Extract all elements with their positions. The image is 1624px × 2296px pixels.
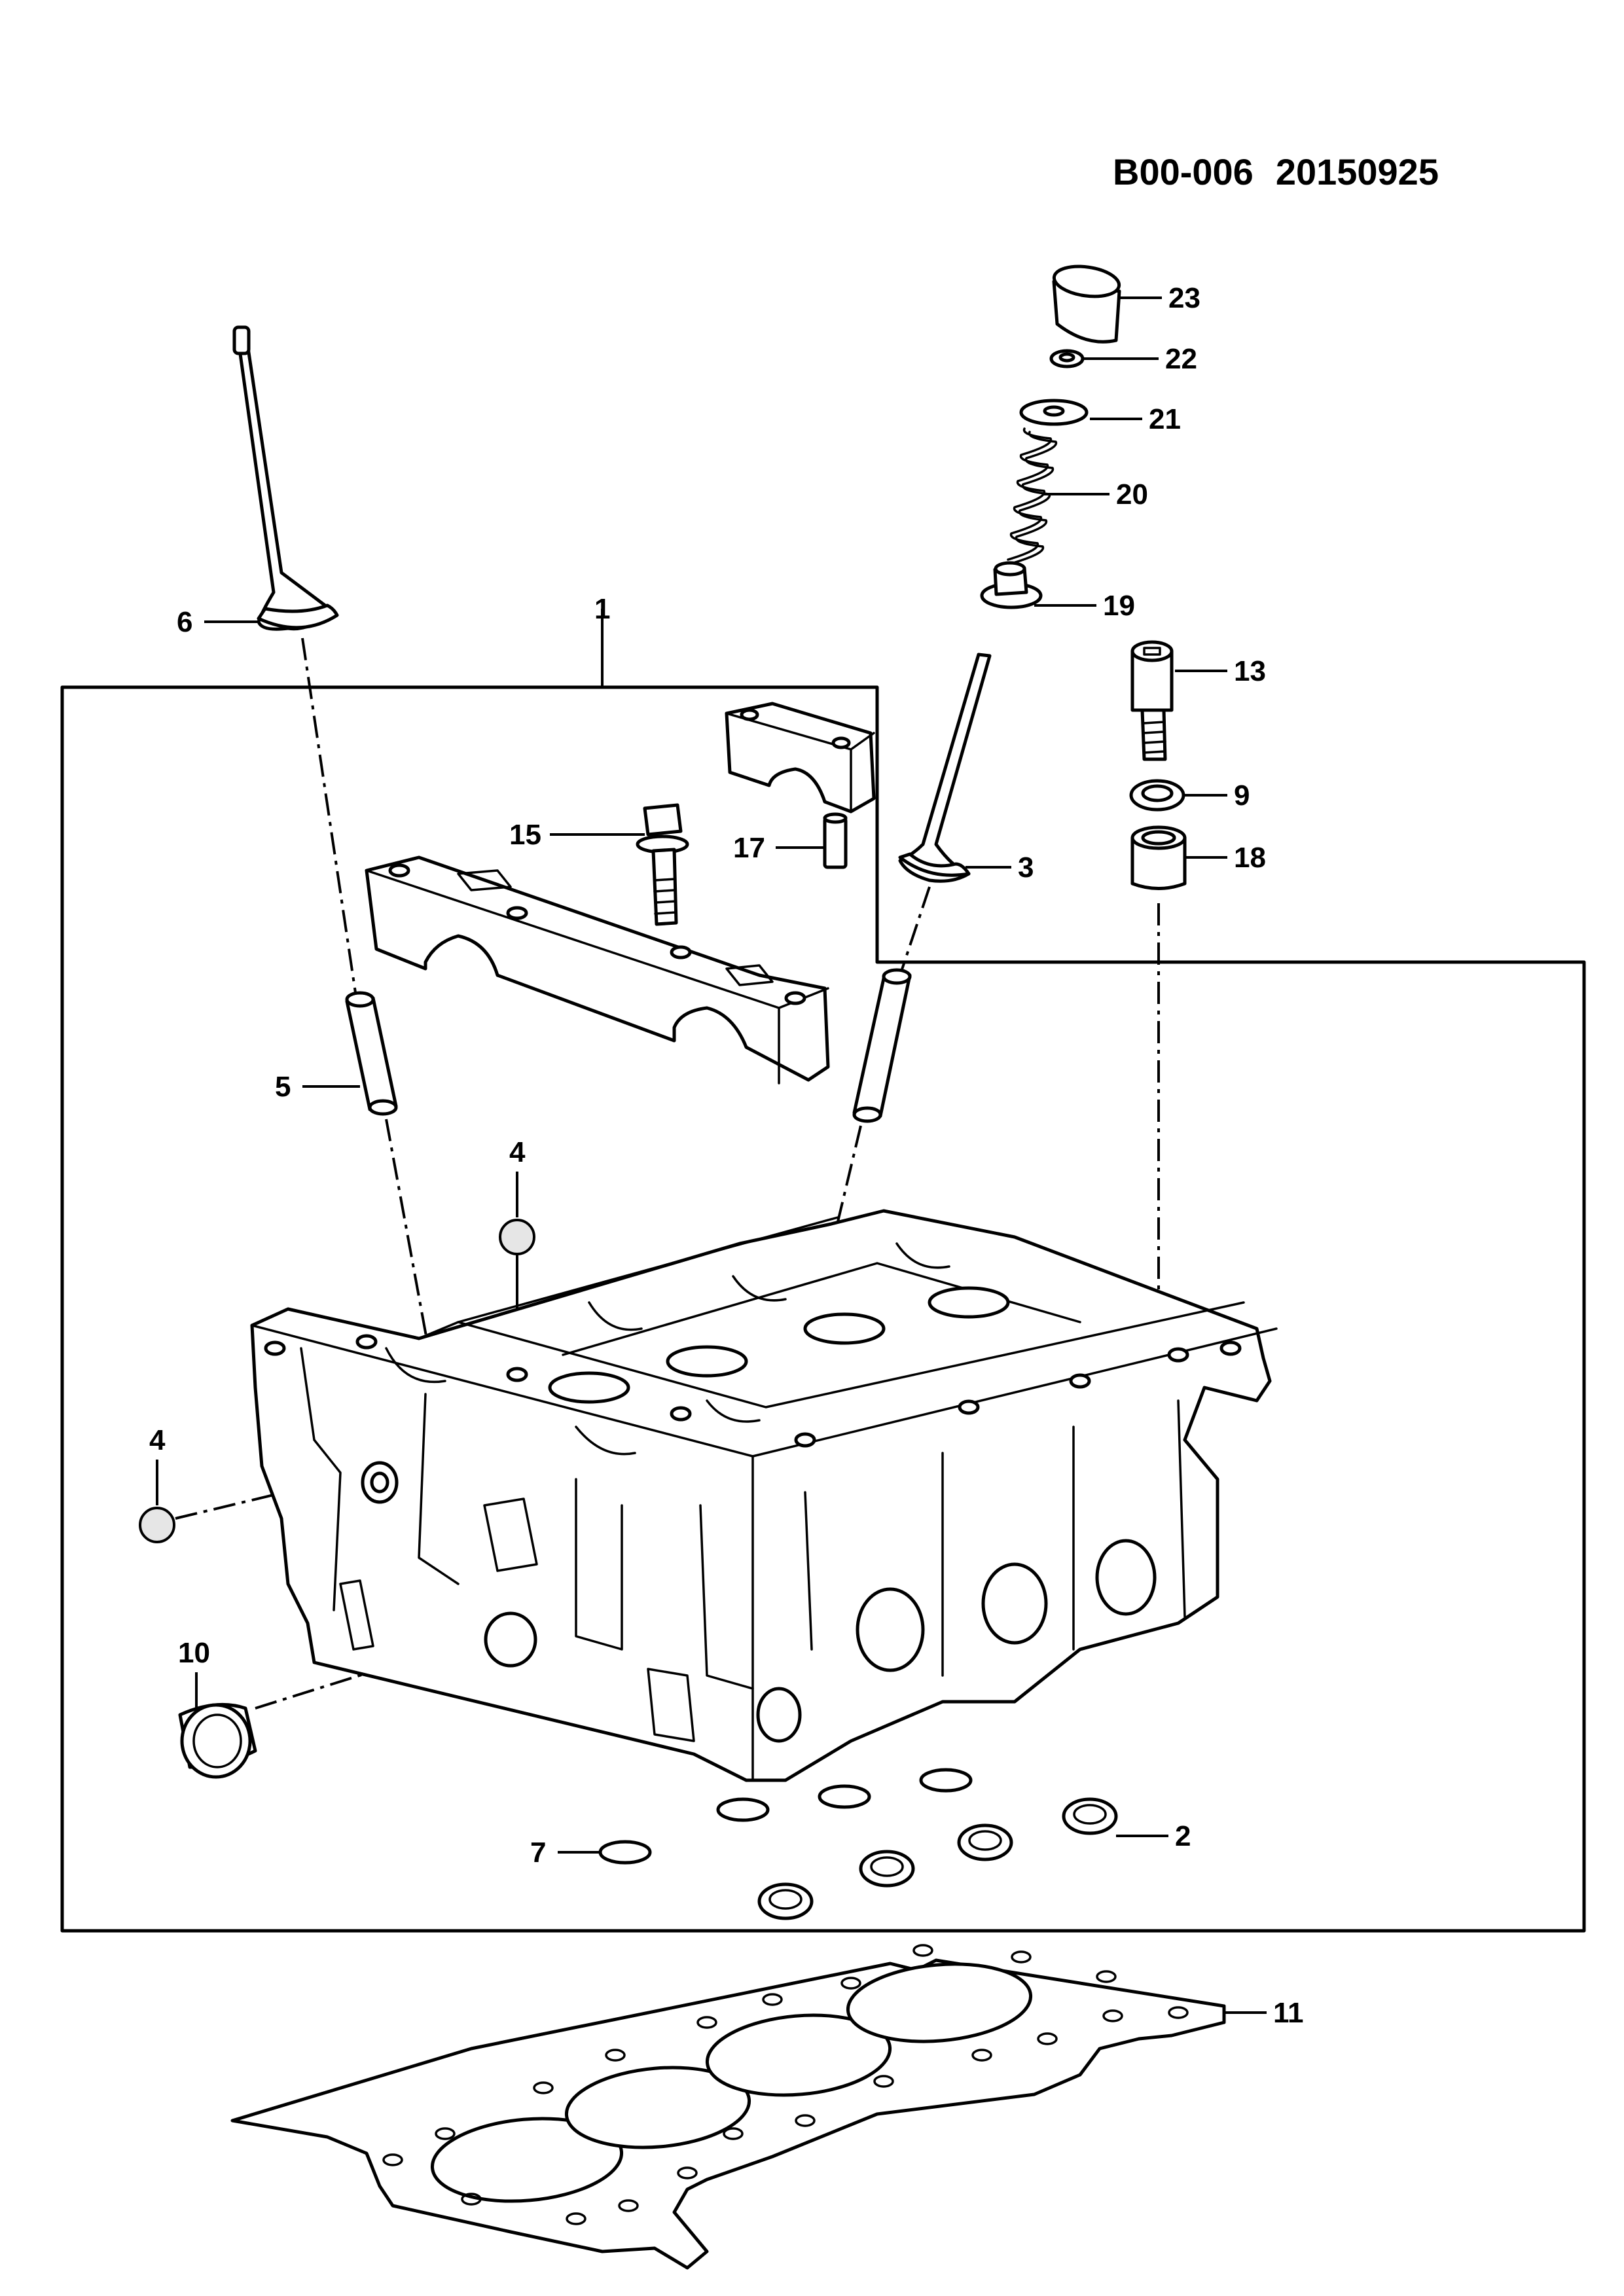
callout-11: 11 [1273,1997,1304,2029]
callout-5: 5 [275,1071,291,1103]
callout-7: 7 [530,1837,546,1869]
diagram-reference-header: B00-006 20150925 [1113,151,1571,193]
valve-3-drawing [898,653,992,883]
callout-20: 20 [1116,478,1148,511]
callout-21: 21 [1149,403,1181,435]
head-gasket-11-drawing [230,1944,1226,2270]
valve-3-axis-line [899,886,931,976]
valve-guide-right-drawing [852,968,912,1123]
callout-15: 15 [509,819,541,851]
callout-1: 1 [594,593,610,625]
bolt-15-drawing [636,803,689,926]
valve-stem-seal-19-drawing [980,561,1043,609]
leader-lines [156,296,1267,2014]
callout-19: 19 [1103,590,1135,622]
callout-10: 10 [178,1637,210,1669]
callout-17: 17 [733,832,765,864]
sleeve-18-drawing [1130,825,1187,890]
callout-18: 18 [1234,842,1266,874]
callout-13: 13 [1234,655,1266,687]
diagram-date: 20150925 [1275,151,1439,192]
callout-3: 3 [1018,852,1034,884]
cylinder-head-drawing [250,1209,1278,1782]
valve-guide-5-axis-line [385,1119,433,1369]
camshaft-bridge-drawing [365,855,830,1085]
washer-9-drawing [1129,779,1185,812]
valve-6-drawing [232,325,339,631]
core-plug-10-drawing [178,1702,257,1779]
spring-retainer-21-drawing [1019,399,1089,426]
callout-4-top: 4 [509,1136,526,1168]
callout-22: 22 [1165,343,1197,375]
valve-keepers-22-drawing [1049,349,1085,368]
valve-guide-5-drawing [345,991,398,1116]
assembly-frame [60,685,1586,1933]
dowel-pin-17-drawing [823,812,848,869]
valve-seats-drawing [598,1768,1118,1920]
callout-9: 9 [1234,780,1250,812]
callout-2: 2 [1175,1820,1191,1852]
plug-4-top-drawing [499,1219,535,1255]
diagram-code: B00-006 [1113,151,1254,192]
callout-23: 23 [1168,282,1200,314]
callout-6: 6 [177,606,192,638]
tappet-23-drawing [1052,264,1121,344]
camshaft-bearing-cap-drawing [725,702,876,814]
bolt-13-drawing [1130,640,1174,761]
valve-spring-20-drawing [1007,427,1058,564]
callout-4-left: 4 [149,1424,166,1456]
valve-guide-right-axis-line [787,1125,862,1427]
valve-6-axis-line [301,637,358,1002]
plug-4-left-drawing [139,1507,175,1543]
